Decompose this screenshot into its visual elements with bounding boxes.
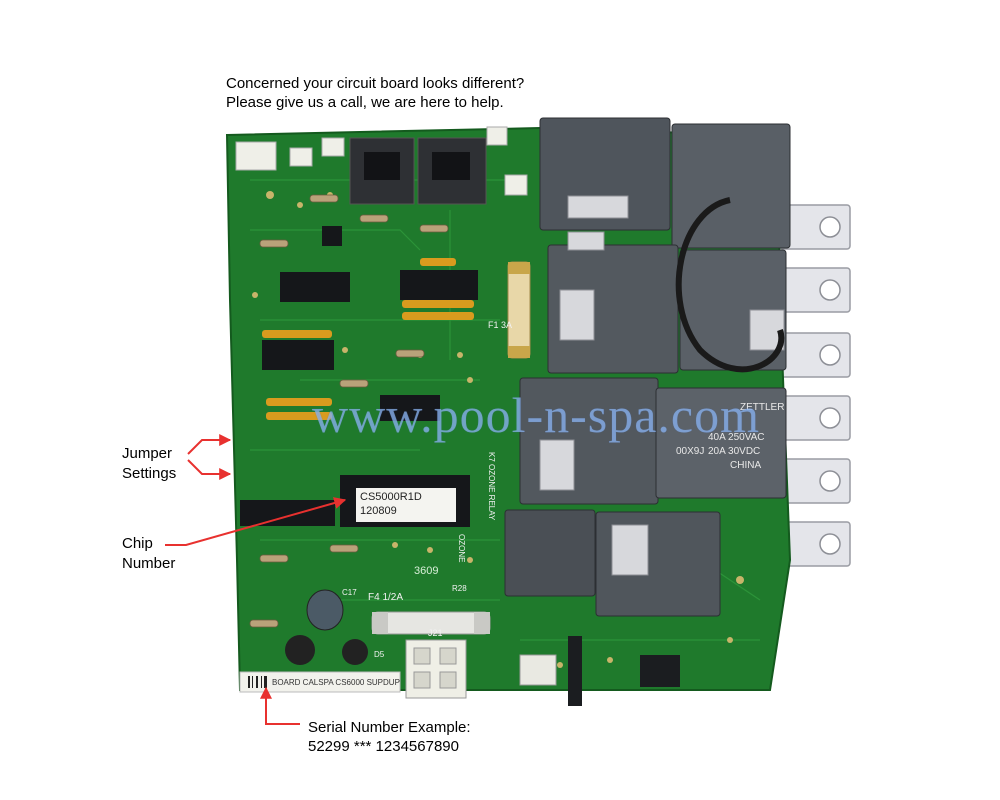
j21-label: J21 xyxy=(428,628,443,638)
relay-country: CHINA xyxy=(730,460,762,471)
ic-chips xyxy=(240,226,478,526)
jumper-arrow-lower xyxy=(187,459,232,480)
chip-sticker: CS5000R1D 120809 xyxy=(360,490,460,518)
relay-brand-label: ZETTLER xyxy=(740,402,785,413)
relay-code: 00X9J xyxy=(676,446,705,457)
d5-label: D5 xyxy=(374,650,385,659)
relays xyxy=(504,117,791,617)
jumper-settings-callout: Jumper Settings xyxy=(122,444,176,484)
page-header: Concerned your circuit board looks diffe… xyxy=(226,74,524,112)
r28-label: R28 xyxy=(452,584,467,593)
chip-line-2: Number xyxy=(122,555,176,572)
jumper-line-2: Settings xyxy=(122,465,177,482)
relay-rating-2: 20A 30VDC xyxy=(708,446,761,457)
chip-number-callout: Chip Number xyxy=(122,534,175,574)
rj-jacks xyxy=(349,137,487,205)
fuse-small-label: F4 1/2A xyxy=(368,592,404,603)
c17-label: C17 xyxy=(342,588,357,597)
relay-rating-1: 40A 250VAC xyxy=(708,432,765,443)
header-line-2: Please give us a call, we are here to he… xyxy=(226,94,504,111)
serial-number-callout: Serial Number Example: 52299 *** 1234567… xyxy=(308,718,471,756)
chip-arrow xyxy=(165,497,347,546)
serial-arrow xyxy=(260,686,300,725)
fuse-main-label: F1 3A xyxy=(488,320,513,330)
chip-sticker-line-1: CS5000R1D xyxy=(360,491,422,503)
serial-line-1: Serial Number Example: xyxy=(308,719,471,736)
serial-line-2: 52299 *** 1234567890 xyxy=(308,738,459,755)
header-line-1: Concerned your circuit board looks diffe… xyxy=(226,75,525,92)
jumper-arrow-upper xyxy=(187,434,232,455)
board-id-label: 3609 xyxy=(414,565,439,577)
jumper-line-1: Jumper xyxy=(122,445,173,462)
watermark-text: www.pool-n-spa.com xyxy=(312,387,761,443)
chip-line-1: Chip xyxy=(122,535,153,552)
bottom-strip-label: BOARD CALSPA CS6000 SUPDUP xyxy=(272,678,400,687)
chip-sticker-line-2: 120809 xyxy=(360,505,397,517)
